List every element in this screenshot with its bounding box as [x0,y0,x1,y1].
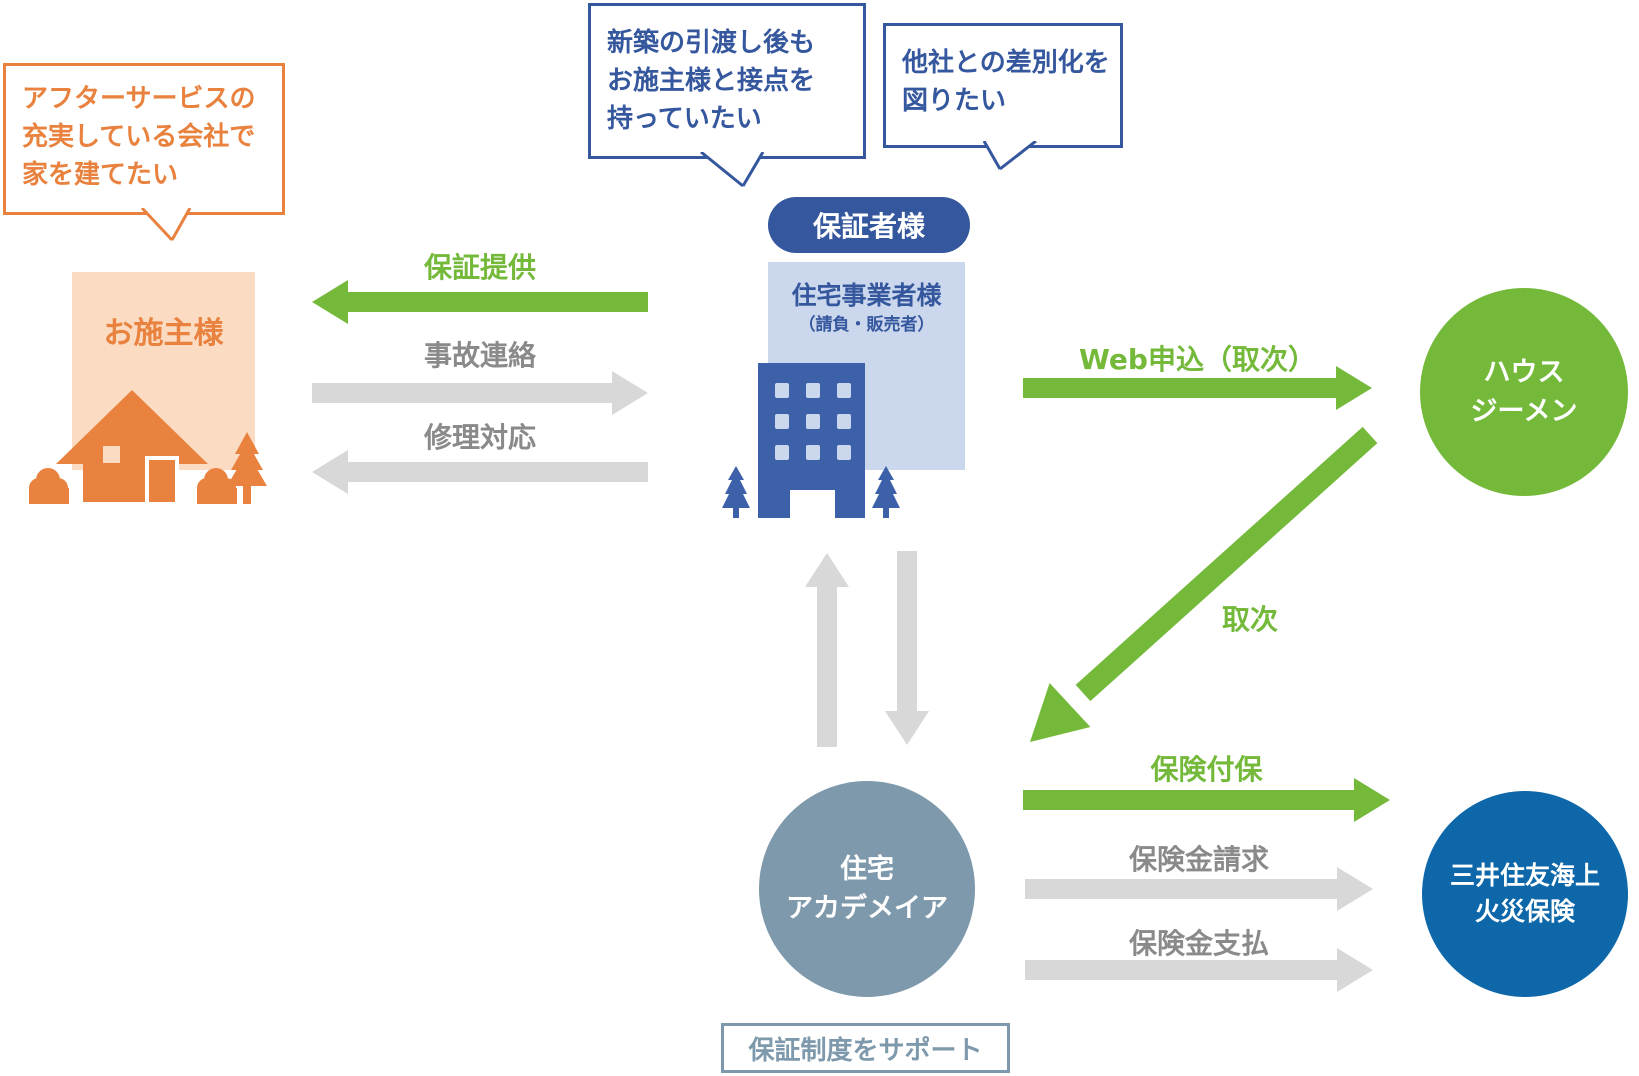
agency-label: 取次 [1221,603,1278,636]
insurance-label: 火災保険 [1474,897,1575,926]
bubble-text: 持っていたい [607,104,762,134]
claim-arrow-icon [1025,867,1373,911]
insurance-coverage-arrow-icon [1023,778,1390,822]
bubble-text: 他社との差別化を [902,48,1110,78]
repair-response-arrow-icon [312,450,648,494]
guarantor-badge: 保証者様 [768,197,970,253]
bubble-tail-icon [700,152,765,188]
bubble-text: 図りたい [902,86,1007,116]
bubble-text: 充実している会社で [22,122,256,152]
claim-label: 保険金請求 [1128,843,1269,876]
web-application-label: Web申込（取次） [1079,343,1316,376]
building-door [790,490,835,518]
repair-response-label: 修理対応 [423,421,536,454]
web-application-arrow-icon [1023,366,1372,410]
bubble-tail-icon [982,141,1037,171]
house-gmen-label: ジーメン [1470,396,1578,427]
building-windows [775,383,851,461]
insurance-coverage-label: 保険付保 [1150,753,1263,786]
agency-arrow-icon [1030,426,1378,742]
guarantee-provide-arrow-icon [312,280,648,324]
academia-label: 住宅 [840,853,894,885]
academia-to-builder-arrow-icon [805,553,849,747]
house-icon [29,390,267,504]
insurance-label: 三井住友海上 [1449,860,1600,890]
owner-speech-bubble: アフターサービスの 充実している会社で 家を建てたい [3,63,285,242]
accident-report-arrow-icon [312,371,648,415]
payment-label: 保険金支払 [1128,927,1269,960]
guarantee-provide-label: 保証提供 [423,251,536,284]
builder-title: 住宅事業者様 [791,281,942,310]
builder-speech-bubble: 新築の引渡し後も お施主様と接点を 持っていたい [588,3,866,188]
bubble-tail-icon [140,208,192,242]
house-gmen-label: ハウス [1483,356,1565,388]
pine-tree-icon [722,466,750,518]
insurance-circle: 三井住友海上 火災保険 [1422,791,1628,997]
bubble-text: お施主様と接点を [607,66,816,96]
differentiation-speech-bubble: 他社との差別化を 図りたい [883,23,1123,171]
bubble-text: 新築の引渡し後も [607,28,816,58]
bubble-text: 家を建てたい [22,160,179,190]
payment-arrow-icon [1025,948,1373,992]
office-building-icon [758,363,865,518]
bubble-text: アフターサービスの [22,84,256,114]
support-box-label: 保証制度をサポート [748,1035,983,1066]
academia-label: アカデメイア [786,893,948,924]
accident-report-label: 事故連絡 [423,339,536,372]
builder-to-academia-arrow-icon [885,551,929,745]
academia-circle: 住宅 アカデメイア [759,781,975,997]
owner-label: お施主様 [103,316,224,351]
builder-subtitle: （請負・販売者） [798,315,935,335]
support-box: 保証制度をサポート [721,1023,1010,1073]
house-gmen-circle: ハウス ジーメン [1420,288,1628,496]
pine-tree-icon [872,466,900,518]
